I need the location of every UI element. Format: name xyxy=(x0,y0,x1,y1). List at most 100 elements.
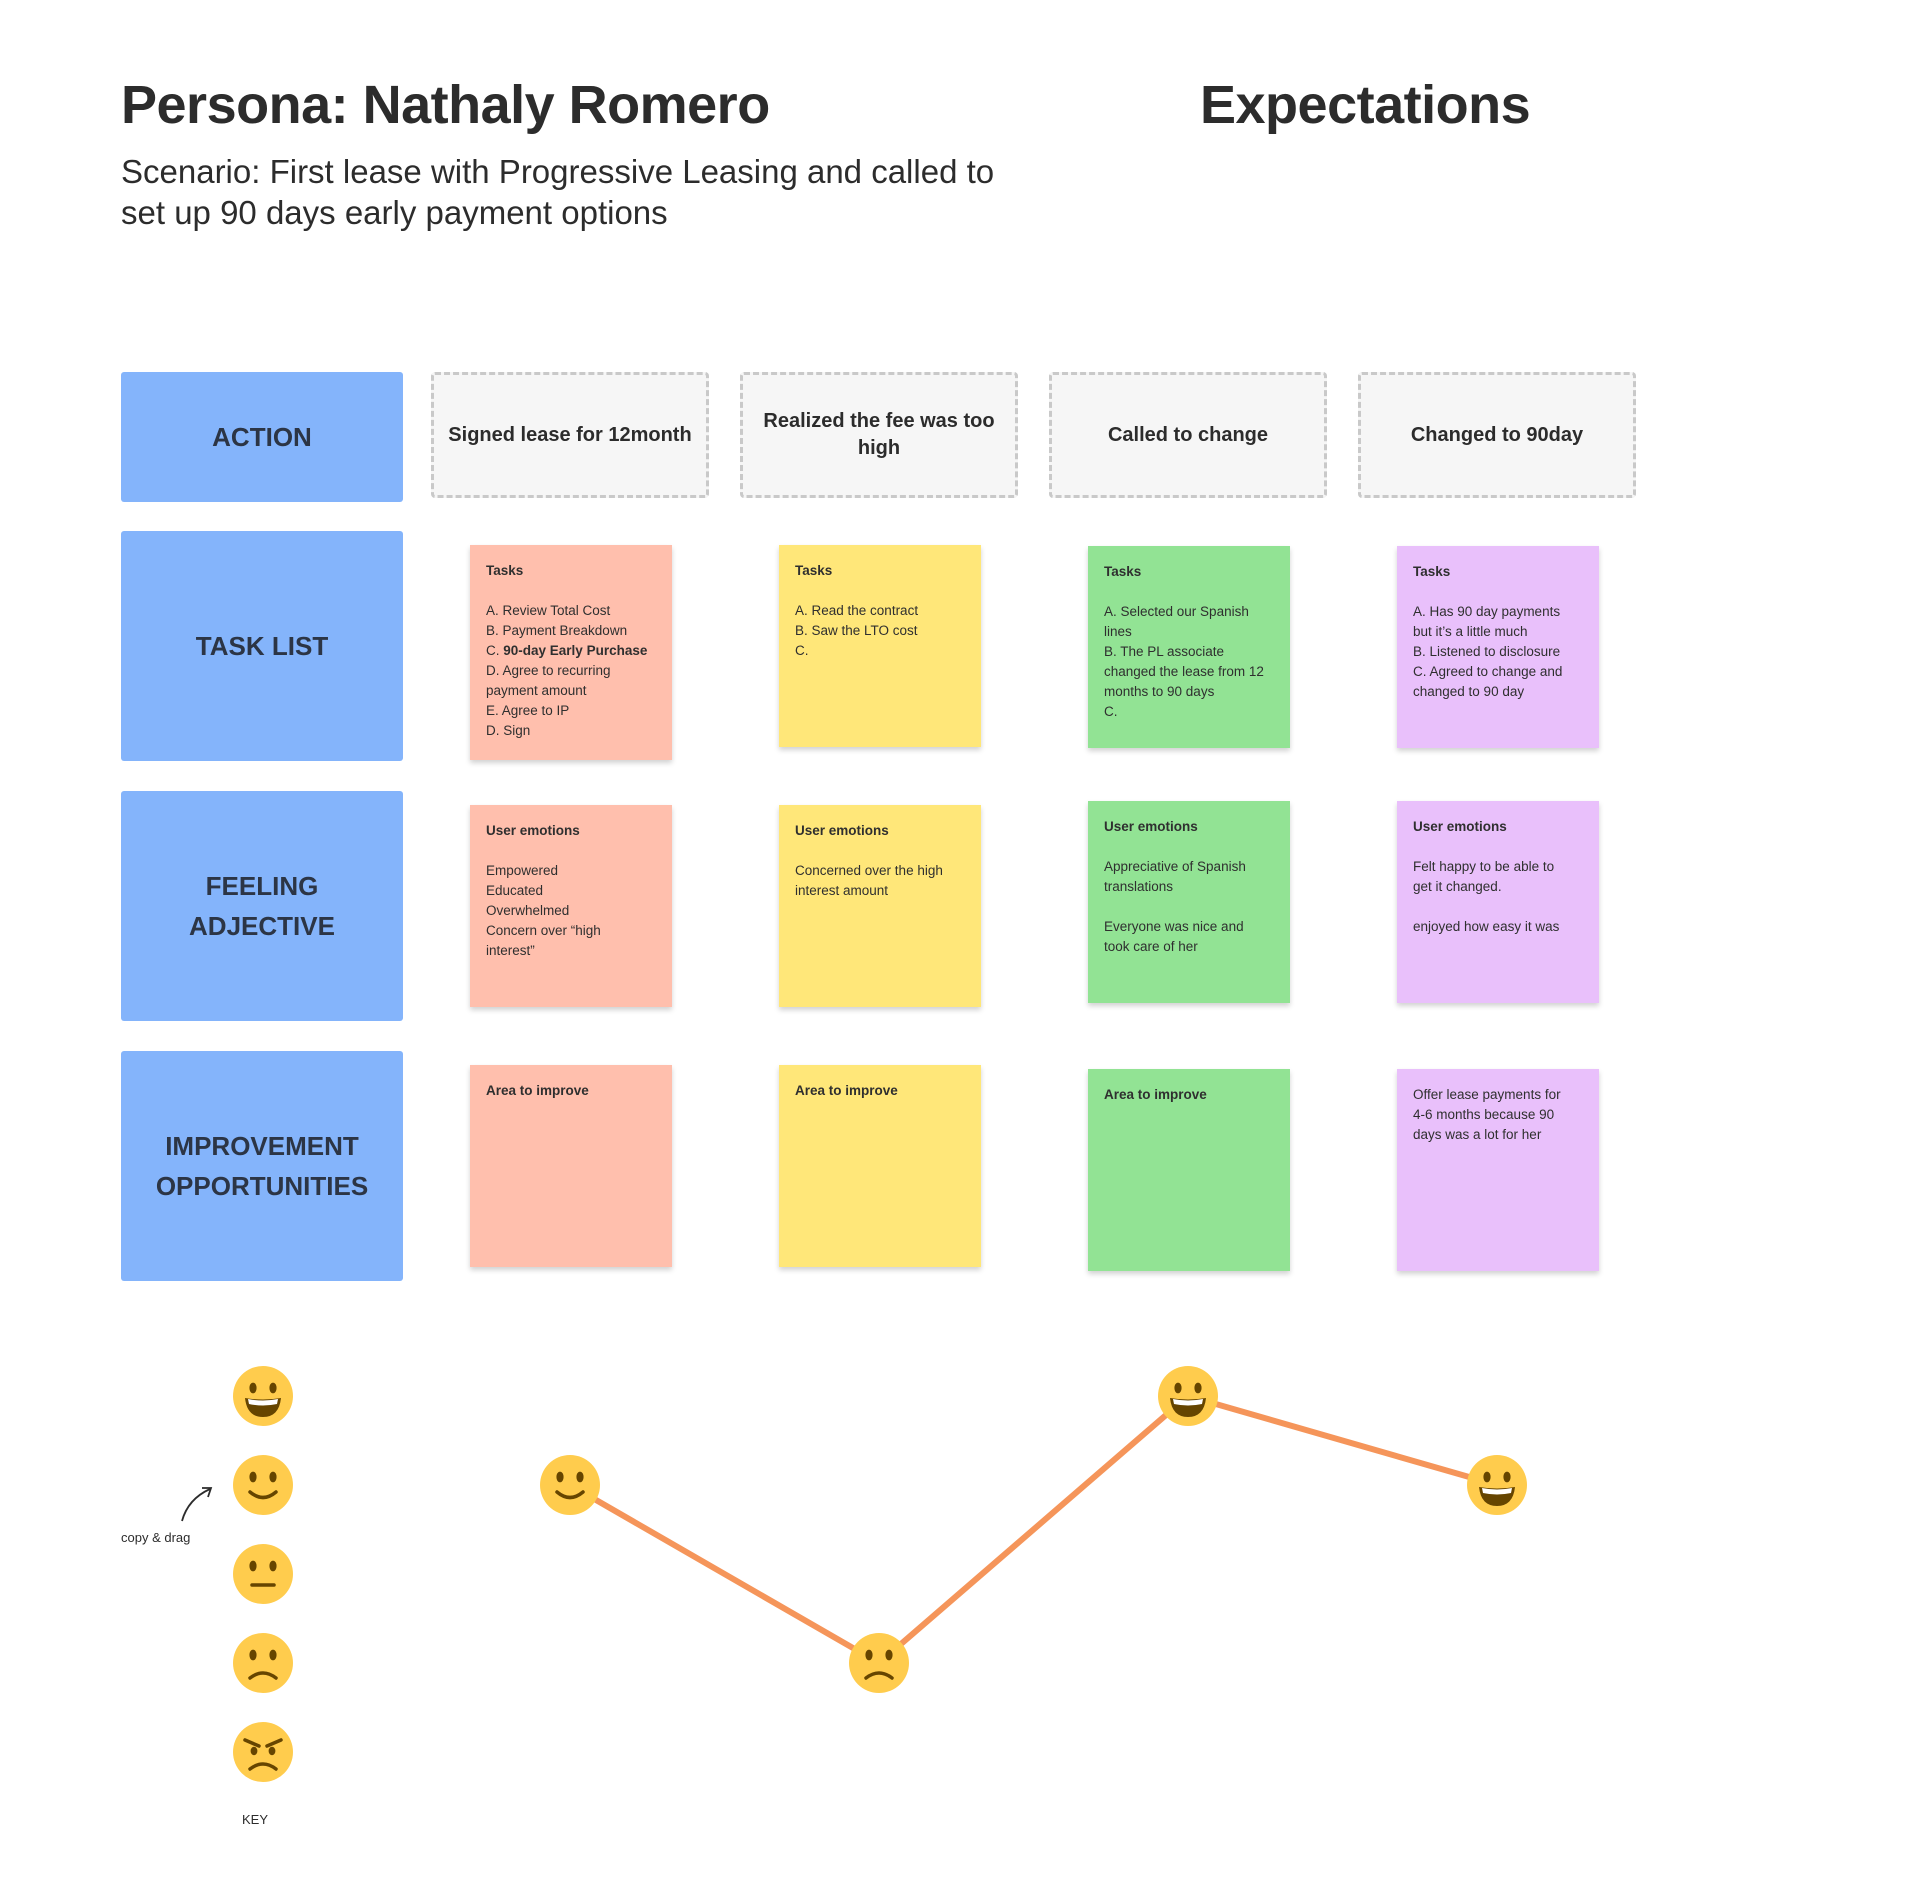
emotion-sticky-2[interactable]: User emotions Concerned over the high in… xyxy=(779,805,981,1007)
emotion-line: Appreciative of Spanish xyxy=(1104,859,1246,874)
task-line: D. Agree to recurring xyxy=(486,663,611,678)
task-line: C. xyxy=(795,643,809,658)
persona-title: Persona: Nathaly Romero xyxy=(121,75,770,135)
task-sticky-title: Tasks xyxy=(1413,564,1451,579)
emotion-line: Overwhelmed xyxy=(486,903,570,918)
task-line: D. Sign xyxy=(486,723,531,738)
action-text-3: Called to change xyxy=(1107,423,1269,446)
emotion-sticky-3[interactable]: User emotions Appreciative of Spanish tr… xyxy=(1088,801,1290,1003)
task-line: payment amount xyxy=(486,683,587,698)
task-line: A. Has 90 day payments xyxy=(1413,604,1561,619)
task-sticky-1[interactable]: Tasks A. Review Total Cost B. Payment Br… xyxy=(470,545,672,760)
row-label-feeling: FEELING ADJECTIVE xyxy=(121,791,403,1021)
emotion-line: Concerned over the high xyxy=(795,863,943,878)
key-angry-face[interactable] xyxy=(232,1721,294,1783)
row-label-action-text: ACTION xyxy=(212,422,312,452)
expectations-title: Expectations xyxy=(1200,75,1531,135)
emotion-sticky-title: User emotions xyxy=(486,823,580,838)
improve-sticky-title: Area to improve xyxy=(486,1083,589,1098)
task-line: but it’s a little much xyxy=(1413,624,1528,639)
improve-sticky-title: Area to improve xyxy=(795,1083,898,1098)
task-line-bold: 90-day Early Purchase xyxy=(503,643,648,658)
action-box-3[interactable]: Called to change xyxy=(1049,372,1327,498)
emotion-sticky-title: User emotions xyxy=(1104,819,1198,834)
action-text-2: Realized the fee was too high xyxy=(763,410,995,459)
emotion-sticky-title: User emotions xyxy=(795,823,889,838)
task-line: C. 90-day Early Purchase xyxy=(486,641,656,661)
task-line: changed the lease from 12 xyxy=(1104,664,1264,679)
task-line: B. The PL associate xyxy=(1104,644,1225,659)
improve-sticky-1[interactable]: Area to improve xyxy=(470,1065,672,1267)
task-sticky-title: Tasks xyxy=(795,563,833,578)
curve-point-1[interactable] xyxy=(539,1454,601,1516)
row-label-feeling-line1: FEELING xyxy=(205,871,319,901)
row-label-feeling-line2: ADJECTIVE xyxy=(189,911,335,941)
improve-line: Offer lease payments for xyxy=(1413,1087,1561,1102)
task-line: changed to 90 day xyxy=(1413,684,1525,699)
action-text-4: Changed to 90day xyxy=(1410,423,1584,446)
improve-sticky-3[interactable]: Area to improve xyxy=(1088,1069,1290,1271)
action-box-2[interactable]: Realized the fee was too high xyxy=(740,372,1018,498)
task-line: lines xyxy=(1104,624,1132,639)
curve-point-3[interactable] xyxy=(1157,1365,1219,1427)
task-sticky-4[interactable]: Tasks A. Has 90 day payments but it’s a … xyxy=(1397,546,1599,748)
emotion-curve-line xyxy=(567,1393,1500,1666)
grinning-face-icon xyxy=(233,1366,293,1426)
copy-drag-note: copy & drag xyxy=(121,1530,191,1545)
emotion-sticky-title: User emotions xyxy=(1413,819,1507,834)
improve-line: 4-6 months because 90 xyxy=(1413,1107,1555,1122)
task-line: A. Review Total Cost xyxy=(486,603,611,618)
emotion-line: interest amount xyxy=(795,883,889,898)
improve-sticky-2[interactable]: Area to improve xyxy=(779,1065,981,1267)
curve-point-2[interactable] xyxy=(848,1632,910,1694)
emotion-line: took care of her xyxy=(1104,939,1198,954)
key-neutral-face[interactable] xyxy=(232,1543,294,1605)
task-line: C. Agreed to change and xyxy=(1413,664,1563,679)
action-box-4[interactable]: Changed to 90day xyxy=(1358,372,1636,498)
task-line: B. Payment Breakdown xyxy=(486,623,628,638)
emotion-line: get it changed. xyxy=(1413,879,1502,894)
slightly-frowning-face-icon xyxy=(233,1633,293,1693)
slightly-smiling-face-icon xyxy=(540,1455,600,1515)
key-slightly-frowning-face[interactable] xyxy=(232,1632,294,1694)
emotion-line: Empowered xyxy=(486,863,559,878)
task-sticky-2[interactable]: Tasks A. Read the contract B. Saw the LT… xyxy=(779,545,981,747)
task-line: B. Saw the LTO cost xyxy=(795,623,918,638)
task-sticky-title: Tasks xyxy=(1104,564,1142,579)
improve-sticky-4[interactable]: Offer lease payments for 4-6 months beca… xyxy=(1397,1069,1599,1271)
key-label: KEY xyxy=(242,1812,269,1827)
task-line: A. Selected our Spanish xyxy=(1104,604,1249,619)
row-label-task-list-text: TASK LIST xyxy=(195,631,329,661)
task-line: B. Listened to disclosure xyxy=(1413,644,1561,659)
row-label-improvement-line1: IMPROVEMENT xyxy=(165,1131,359,1161)
task-line: A. Read the contract xyxy=(795,603,919,618)
emotion-sticky-4[interactable]: User emotions Felt happy to be able to g… xyxy=(1397,801,1599,1003)
action-text-1: Signed lease for 12month xyxy=(448,423,692,446)
slightly-frowning-face-icon xyxy=(849,1633,909,1693)
key-grinning-face[interactable] xyxy=(232,1365,294,1427)
copy-drag-arrow-icon xyxy=(181,1487,213,1522)
row-label-improvement-line2: OPPORTUNITIES xyxy=(155,1171,369,1201)
improve-sticky-title: Area to improve xyxy=(1104,1087,1207,1102)
emotion-line: Felt happy to be able to xyxy=(1413,859,1555,874)
emotion-line: Concern over “high xyxy=(486,923,601,938)
scenario-subtitle: Scenario: First lease with Progressive L… xyxy=(121,153,995,231)
task-line: C. xyxy=(1104,704,1118,719)
task-sticky-3[interactable]: Tasks A. Selected our Spanish lines B. T… xyxy=(1088,546,1290,748)
task-line: months to 90 days xyxy=(1104,684,1215,699)
improve-line: days was a lot for her xyxy=(1413,1127,1542,1142)
action-box-1[interactable]: Signed lease for 12month xyxy=(431,372,709,498)
emotion-line: Everyone was nice and xyxy=(1104,919,1244,934)
curve-point-4[interactable] xyxy=(1466,1454,1528,1516)
grinning-face-icon xyxy=(1467,1455,1527,1515)
emotion-sticky-1[interactable]: User emotions Empowered Educated Overwhe… xyxy=(470,805,672,1007)
angry-face-icon xyxy=(233,1722,293,1782)
emotion-line: translations xyxy=(1104,879,1174,894)
row-label-action: ACTION xyxy=(121,372,403,502)
emotion-line: Educated xyxy=(486,883,544,898)
grinning-face-icon xyxy=(1158,1366,1218,1426)
task-line-prefix: C. xyxy=(486,643,504,658)
task-sticky-title: Tasks xyxy=(486,563,524,578)
key-slightly-smiling-face[interactable] xyxy=(232,1454,294,1516)
